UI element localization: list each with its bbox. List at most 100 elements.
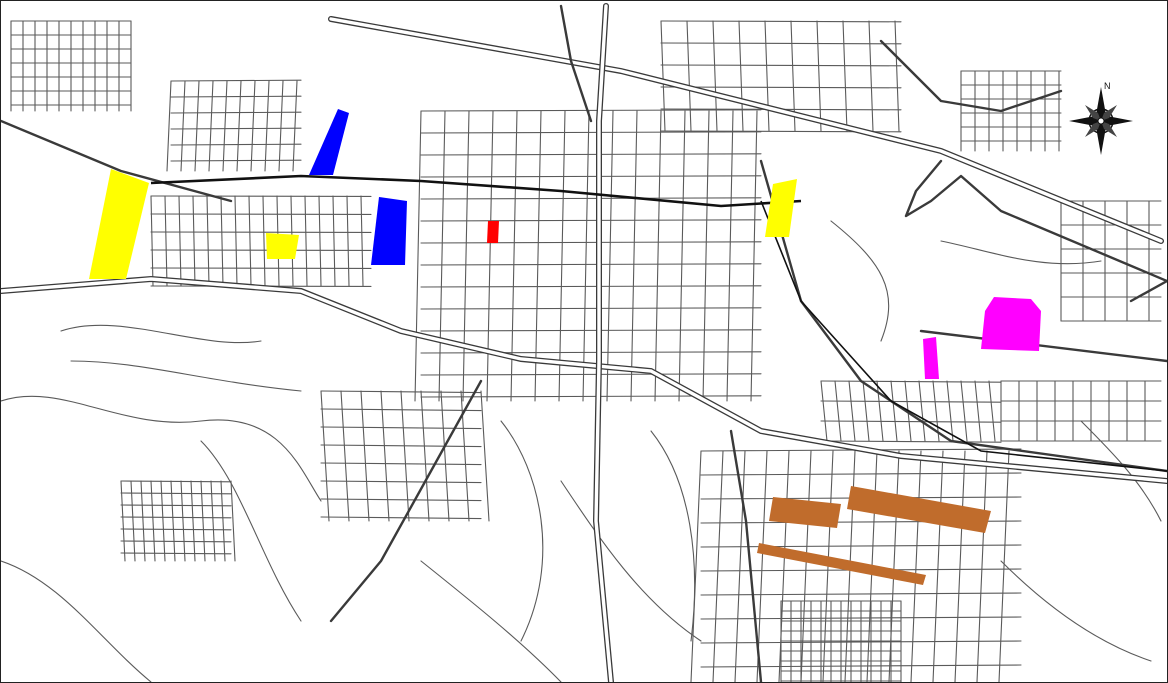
street bbox=[166, 80, 172, 172]
street bbox=[660, 20, 666, 132]
street bbox=[230, 480, 236, 562]
street bbox=[180, 480, 186, 562]
street bbox=[320, 390, 482, 394]
street bbox=[320, 480, 482, 484]
street bbox=[208, 80, 214, 172]
street bbox=[764, 20, 770, 132]
street bbox=[690, 450, 702, 682]
street bbox=[998, 450, 1010, 682]
zone-magenta-large[interactable] bbox=[981, 297, 1041, 351]
zone-brown-1[interactable] bbox=[769, 497, 841, 528]
street bbox=[170, 159, 302, 162]
street bbox=[360, 390, 370, 522]
street bbox=[700, 544, 1022, 548]
street bbox=[220, 195, 224, 287]
zone-yellow-west[interactable] bbox=[89, 169, 149, 279]
street bbox=[120, 480, 232, 483]
street bbox=[120, 528, 232, 531]
street bbox=[868, 20, 874, 132]
north-label: N bbox=[1104, 81, 1111, 91]
street bbox=[304, 195, 308, 287]
street bbox=[420, 153, 762, 156]
street bbox=[756, 450, 768, 682]
street bbox=[800, 450, 812, 682]
street bbox=[150, 195, 154, 287]
street bbox=[220, 480, 226, 562]
railroad-line-east bbox=[760, 200, 1167, 472]
street bbox=[70, 360, 302, 392]
street bbox=[420, 131, 762, 134]
street bbox=[932, 450, 944, 682]
zone-red[interactable] bbox=[487, 221, 499, 243]
street bbox=[480, 390, 490, 522]
street bbox=[120, 516, 232, 519]
street bbox=[210, 480, 216, 562]
street bbox=[164, 195, 168, 287]
zone-brown-2[interactable] bbox=[847, 486, 991, 533]
street bbox=[420, 373, 762, 376]
zone-yellow-small[interactable] bbox=[266, 233, 299, 259]
street bbox=[160, 480, 166, 562]
street bbox=[320, 516, 482, 520]
street bbox=[660, 64, 902, 67]
street bbox=[130, 480, 136, 562]
street bbox=[190, 480, 196, 562]
street bbox=[320, 462, 482, 466]
street bbox=[420, 390, 430, 522]
street bbox=[842, 20, 848, 132]
street bbox=[320, 426, 482, 430]
zone-yellow-east[interactable] bbox=[765, 179, 797, 237]
street bbox=[170, 111, 302, 114]
street bbox=[60, 324, 262, 344]
street bbox=[234, 195, 238, 287]
street bbox=[178, 195, 182, 287]
street bbox=[660, 42, 902, 45]
highlighted-zones bbox=[89, 109, 1041, 585]
street bbox=[120, 480, 126, 562]
street bbox=[976, 450, 988, 682]
street bbox=[1, 560, 152, 682]
street bbox=[250, 80, 256, 172]
zone-brown-3[interactable] bbox=[757, 543, 926, 585]
street bbox=[420, 351, 762, 354]
street bbox=[848, 380, 856, 442]
street bbox=[340, 390, 350, 522]
street bbox=[750, 110, 758, 402]
street bbox=[420, 241, 762, 244]
street bbox=[170, 79, 302, 82]
street bbox=[150, 480, 156, 562]
street bbox=[420, 560, 562, 682]
street bbox=[560, 480, 702, 642]
street bbox=[660, 20, 902, 23]
street bbox=[420, 307, 762, 310]
street bbox=[974, 380, 982, 442]
main-roads bbox=[1, 3, 1167, 682]
street bbox=[262, 195, 266, 287]
zone-magenta-small[interactable] bbox=[923, 337, 939, 379]
street bbox=[820, 380, 828, 442]
street bbox=[820, 420, 1002, 423]
street bbox=[678, 110, 686, 402]
zone-blue-north[interactable] bbox=[309, 109, 349, 175]
street bbox=[360, 195, 364, 287]
street bbox=[120, 540, 232, 543]
street bbox=[346, 195, 350, 287]
street bbox=[170, 143, 302, 146]
street bbox=[910, 450, 922, 682]
street bbox=[830, 220, 890, 342]
street bbox=[420, 329, 762, 332]
street bbox=[500, 420, 544, 642]
street bbox=[660, 86, 902, 89]
street bbox=[700, 472, 1022, 476]
street bbox=[180, 80, 186, 172]
street bbox=[420, 395, 762, 398]
street bbox=[206, 195, 210, 287]
street bbox=[170, 127, 302, 130]
street bbox=[954, 450, 966, 682]
street bbox=[320, 498, 482, 502]
street bbox=[292, 80, 298, 172]
street bbox=[816, 20, 822, 132]
street bbox=[420, 263, 762, 266]
zone-blue-central[interactable] bbox=[371, 197, 407, 265]
